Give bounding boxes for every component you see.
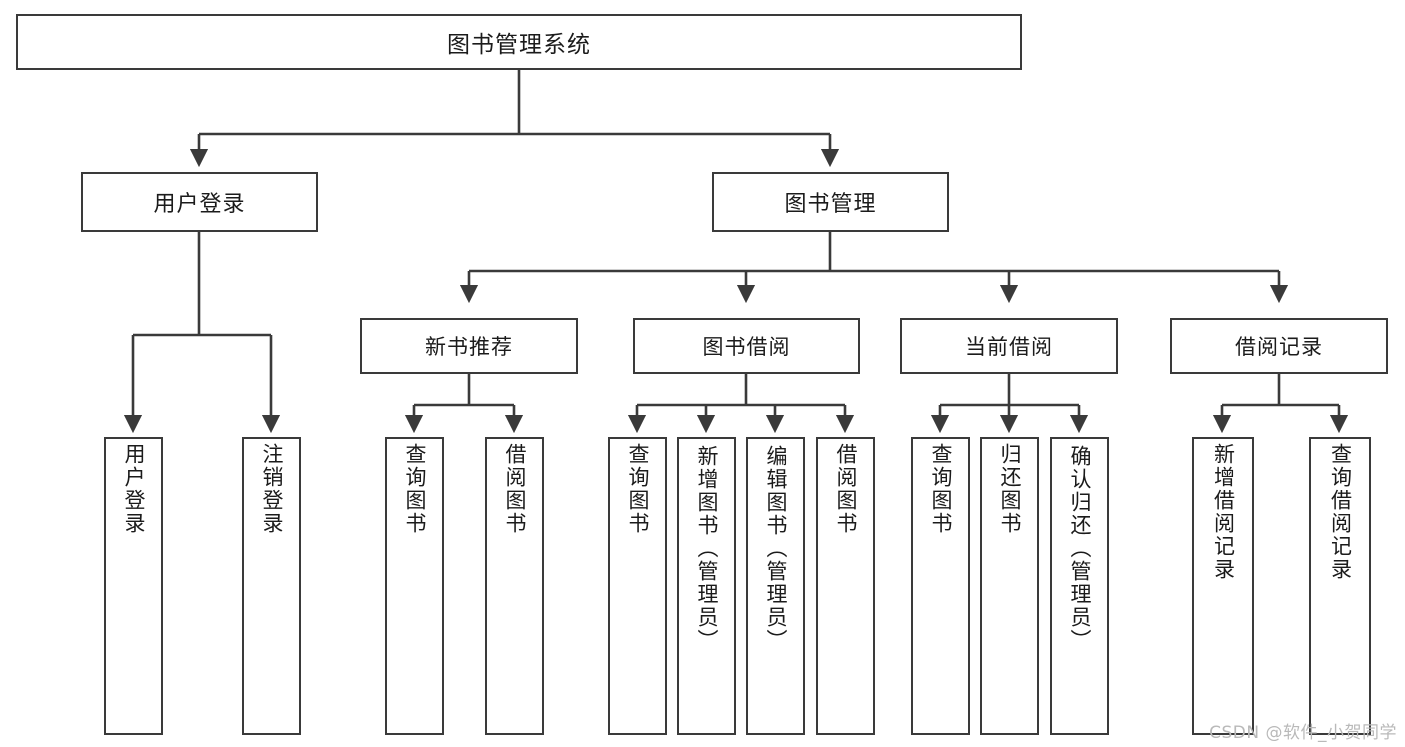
leaf-current-return-book[interactable]: 归还图书: [980, 437, 1039, 735]
node-book-borrow-label: 图书借阅: [702, 335, 791, 359]
leaf-borrow-query-book[interactable]: 查询图书: [608, 437, 667, 735]
leaf-recommend-query-book[interactable]: 查询图书: [385, 437, 444, 735]
leaf-current-confirm-return-label: 确认归还（管理员）: [1068, 445, 1092, 652]
node-root-system-label: 图书管理系统: [447, 32, 591, 58]
leaf-borrow-borrow-book-label: 借阅图书: [834, 443, 858, 535]
leaf-borrow-query-book-label: 查询图书: [626, 443, 650, 535]
leaf-recommend-borrow-book-label: 借阅图书: [503, 443, 527, 535]
node-current-borrow[interactable]: 当前借阅: [900, 318, 1118, 374]
leaf-record-query[interactable]: 查询借阅记录: [1309, 437, 1371, 735]
node-new-book-recommend-label: 新书推荐: [425, 335, 513, 359]
leaf-current-confirm-return[interactable]: 确认归还（管理员）: [1050, 437, 1109, 735]
leaf-borrow-add-book[interactable]: 新增图书（管理员）: [677, 437, 736, 735]
leaf-user-login[interactable]: 用户登录: [104, 437, 163, 735]
node-book-management-label: 图书管理: [784, 192, 877, 217]
node-book-management[interactable]: 图书管理: [712, 172, 949, 232]
node-root-system[interactable]: 图书管理系统: [16, 14, 1022, 70]
leaf-user-logout-label: 注销登录: [260, 443, 284, 535]
leaf-borrow-edit-book-label: 编辑图书（管理员）: [764, 445, 788, 652]
leaf-user-logout[interactable]: 注销登录: [242, 437, 301, 735]
node-current-borrow-label: 当前借阅: [965, 335, 1053, 359]
leaf-user-login-label: 用户登录: [122, 443, 146, 535]
leaf-current-query-book[interactable]: 查询图书: [911, 437, 970, 735]
csdn-watermark: CSDN @软件_小贺同学: [1209, 723, 1397, 743]
leaf-current-query-book-label: 查询图书: [929, 443, 953, 535]
leaf-current-return-book-label: 归还图书: [998, 443, 1022, 535]
leaf-record-query-label: 查询借阅记录: [1328, 443, 1353, 581]
leaf-recommend-query-book-label: 查询图书: [403, 443, 427, 535]
leaf-record-add[interactable]: 新增借阅记录: [1192, 437, 1254, 735]
node-user-login[interactable]: 用户登录: [81, 172, 318, 232]
leaf-record-add-label: 新增借阅记录: [1211, 443, 1236, 581]
node-borrow-record[interactable]: 借阅记录: [1170, 318, 1388, 374]
leaf-borrow-edit-book[interactable]: 编辑图书（管理员）: [746, 437, 805, 735]
leaf-borrow-add-book-label: 新增图书（管理员）: [695, 445, 719, 652]
node-new-book-recommend[interactable]: 新书推荐: [360, 318, 578, 374]
node-book-borrow[interactable]: 图书借阅: [633, 318, 860, 374]
leaf-recommend-borrow-book[interactable]: 借阅图书: [485, 437, 544, 735]
node-borrow-record-label: 借阅记录: [1235, 335, 1323, 359]
node-user-login-label: 用户登录: [153, 192, 246, 217]
leaf-borrow-borrow-book[interactable]: 借阅图书: [816, 437, 875, 735]
